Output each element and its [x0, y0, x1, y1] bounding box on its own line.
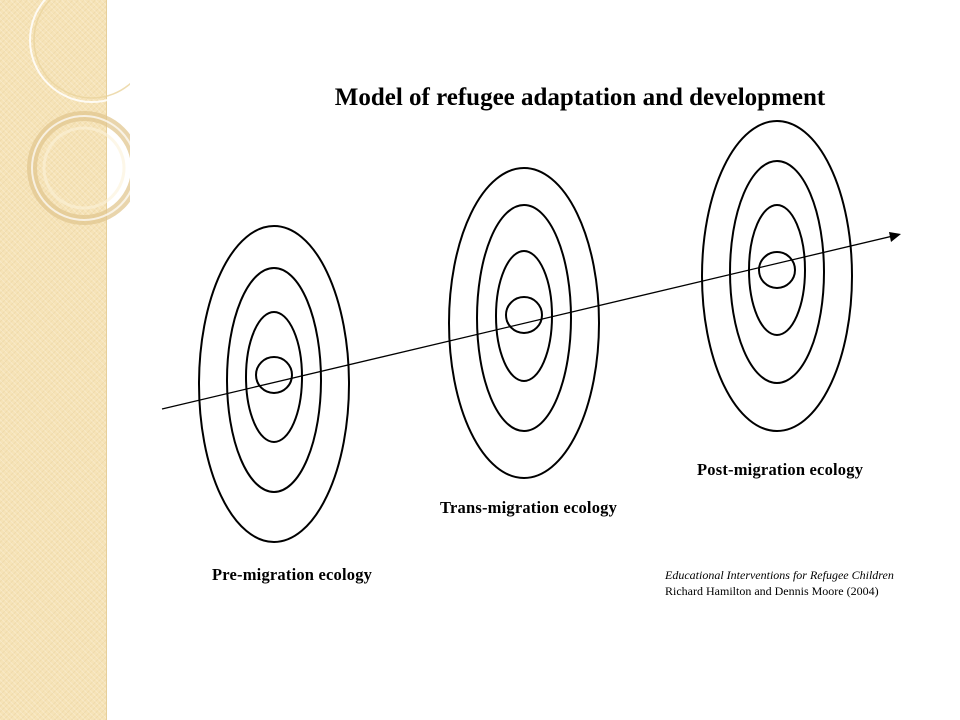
- trans-ring-core: [505, 296, 543, 334]
- slide-title: Model of refugee adaptation and developm…: [334, 84, 826, 111]
- citation: Educational Interventions for Refugee Ch…: [665, 567, 894, 599]
- post-ring-middle: [729, 160, 825, 384]
- trans-ring-outer: [448, 167, 600, 479]
- pre-ring-core: [255, 356, 293, 394]
- trans-ring-middle: [476, 204, 572, 432]
- post-ring-outer: [701, 120, 853, 432]
- trans-migration-rings: [448, 167, 600, 479]
- label-pre-migration: Pre-migration ecology: [212, 565, 373, 584]
- pre-migration-rings: [198, 225, 350, 543]
- pre-ring-middle: [226, 267, 322, 493]
- citation-authors: Richard Hamilton and Dennis Moore (2004): [665, 584, 879, 598]
- trans-ring-inner: [495, 250, 553, 382]
- decorative-rings-icon: [27, 0, 130, 225]
- development-arrow-line: [161, 235, 894, 410]
- pre-ring-inner: [245, 311, 303, 443]
- arrowhead-icon: [889, 232, 901, 242]
- label-trans-migration: Trans-migration ecology: [440, 498, 618, 517]
- label-post-migration: Post-migration ecology: [697, 460, 864, 479]
- development-arrow: [161, 232, 901, 410]
- post-ring-core: [758, 251, 796, 289]
- pre-ring-outer: [198, 225, 350, 543]
- post-ring-inner: [748, 204, 806, 336]
- citation-title: Educational Interventions for Refugee Ch…: [665, 568, 894, 582]
